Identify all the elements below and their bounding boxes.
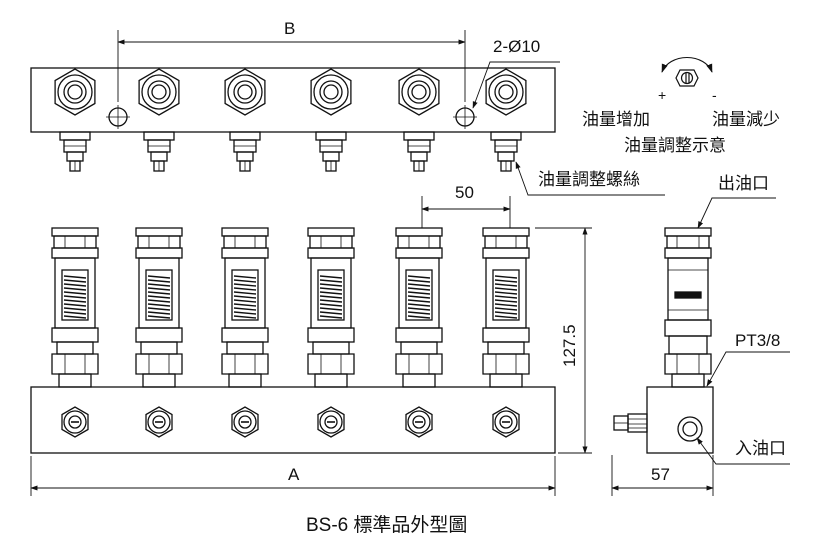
mounting-hole <box>106 105 130 129</box>
metering-unit <box>395 227 443 388</box>
adjust-screw <box>403 131 435 172</box>
inlet-leader-line <box>696 437 790 465</box>
metering-unit <box>51 227 99 388</box>
side-view <box>611 197 790 496</box>
caption-title: 標準品外型圖 <box>353 514 468 536</box>
adjust-screw-label: 油量調整螺絲 <box>538 170 640 190</box>
inlet-port-front <box>492 406 520 438</box>
metering-unit <box>482 227 530 388</box>
outlet-nut-top <box>224 68 266 116</box>
adjust-direction-icon <box>661 56 713 87</box>
thread-label: PT3/8 <box>735 331 781 350</box>
screw-leader-line <box>515 161 665 196</box>
inlet-label: 入油口 <box>735 439 786 459</box>
depth-label: 57 <box>651 465 670 484</box>
dimension-label-a: A <box>288 465 300 484</box>
plus-sign: + <box>658 87 667 103</box>
metering-unit <box>135 227 183 388</box>
outlet-nut-top <box>398 68 440 116</box>
top-manifold-bar <box>30 67 556 133</box>
metering-unit <box>307 227 355 388</box>
outlet-nut-top <box>485 68 527 116</box>
caption-model: BS-6 <box>306 515 349 536</box>
hole-leader-line <box>472 61 560 109</box>
adjust-screw <box>315 131 347 172</box>
outlet-nut-top <box>310 68 352 116</box>
inlet-port-front <box>61 406 89 438</box>
minus-sign: - <box>712 87 717 103</box>
mounting-hole <box>453 105 477 129</box>
inlet-port-front <box>231 406 259 438</box>
outlet-label: 出油口 <box>718 174 769 194</box>
inlet-port-front <box>317 406 345 438</box>
pitch-label: 50 <box>455 183 474 202</box>
outlet-nut-top <box>138 68 180 116</box>
top-view <box>30 30 665 196</box>
inlet-port-front <box>405 406 433 438</box>
height-label: 127.5 <box>560 324 579 367</box>
adjust-diagram-label: 油量調整示意 <box>624 136 726 156</box>
outlet-leader-line <box>697 197 776 229</box>
thread-leader-line <box>706 351 790 387</box>
front-manifold-bar <box>30 386 556 454</box>
outlet-nut-top <box>54 68 96 116</box>
dimension-label-b: B <box>284 19 296 38</box>
side-manifold-block <box>646 386 714 454</box>
inlet-port-front <box>145 406 173 438</box>
hole-spec-label: 2-Ø10 <box>493 37 541 56</box>
adjust-screw <box>143 131 175 172</box>
adjust-screw <box>490 131 522 172</box>
front-view <box>30 196 592 496</box>
decrease-label: 油量減少 <box>712 110 780 130</box>
metering-unit <box>221 227 269 388</box>
adjust-screw <box>229 131 261 172</box>
drawing-caption: BS-6 標準品外型圖 <box>306 514 468 536</box>
adjust-screw <box>59 131 91 172</box>
increase-label: 油量增加 <box>582 110 650 130</box>
